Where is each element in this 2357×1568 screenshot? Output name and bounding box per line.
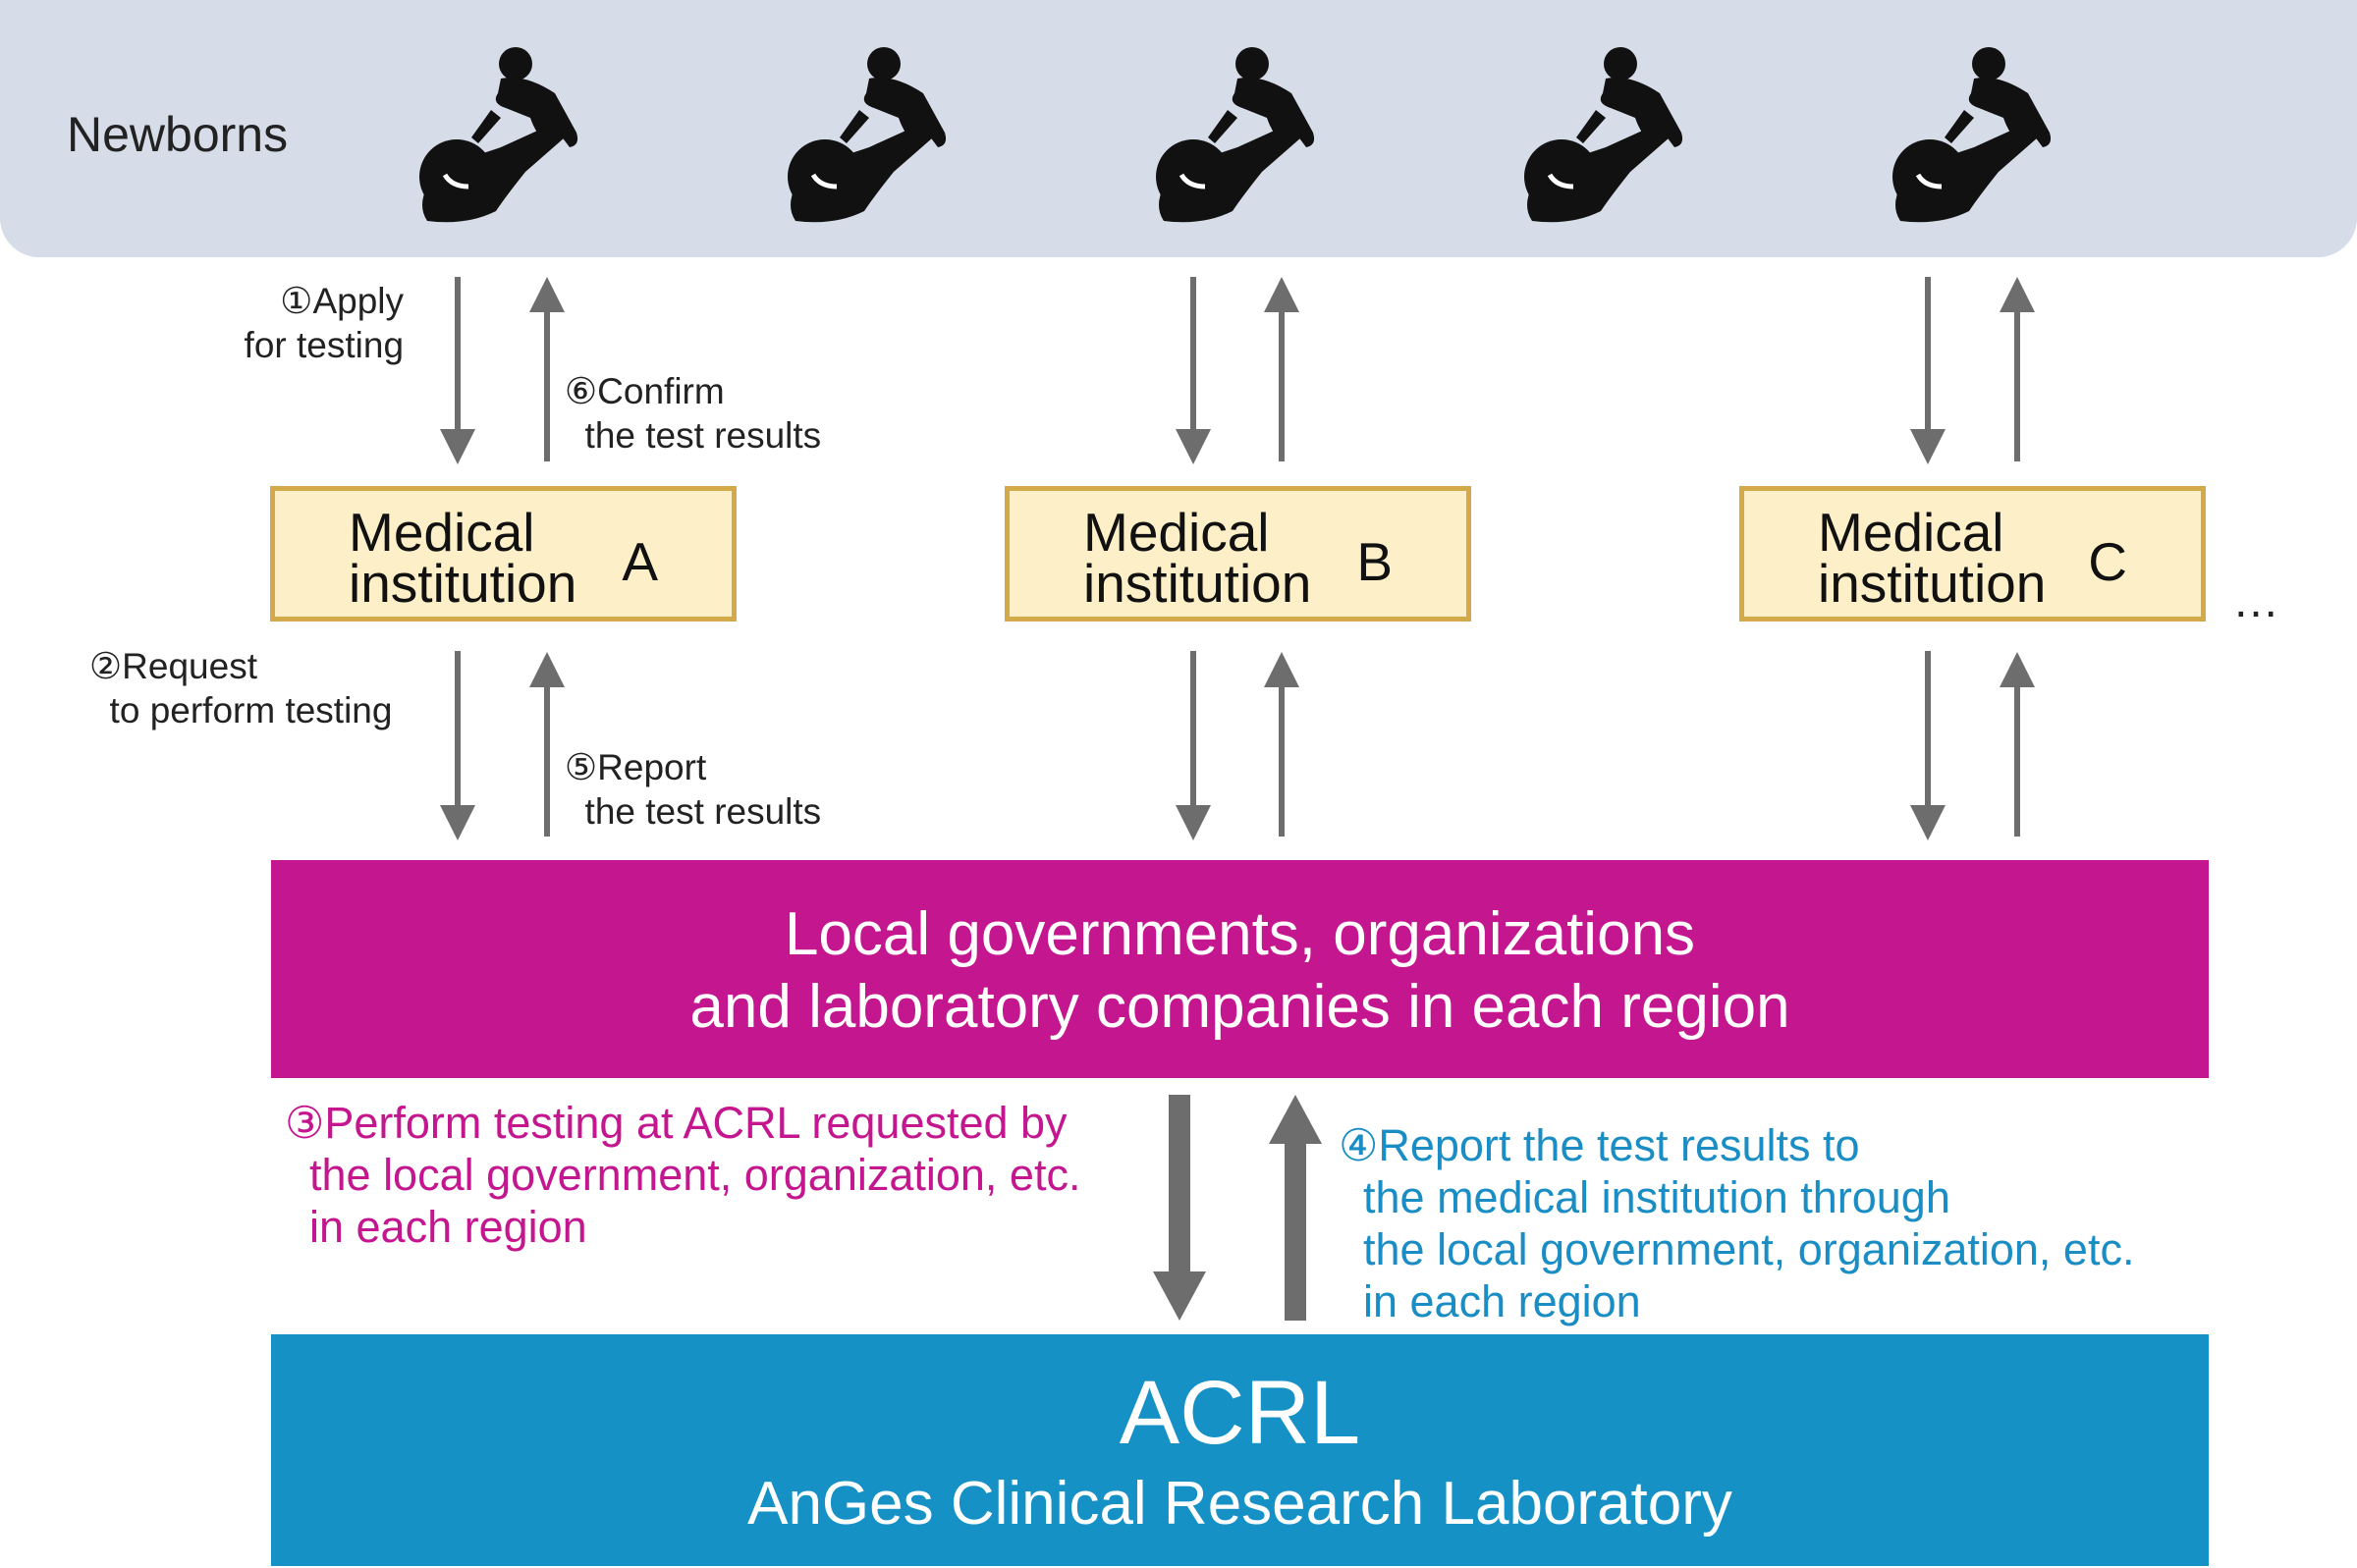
step3-label: ③Perform testing at ACRL requested by th… xyxy=(285,1098,1081,1252)
parent-holding-baby-icon xyxy=(1524,47,1683,223)
acrl-title: ACRL xyxy=(1119,1363,1361,1463)
institution-box-b: Medical institution B xyxy=(1005,486,1471,622)
region-box: Local governments, organizations and lab… xyxy=(271,860,2209,1078)
parent-holding-baby-icon xyxy=(788,47,947,223)
institution-letter: C xyxy=(2088,531,2127,592)
step2-label: ②Request to perform testing xyxy=(89,646,393,730)
acrl-subtitle: AnGes Clinical Research Laboratory xyxy=(747,1470,1732,1538)
step1-label: ①Apply for testing xyxy=(244,281,405,365)
step4-label: ④Report the test results to the medical … xyxy=(1339,1120,2135,1326)
arrow-perform-head xyxy=(1153,1271,1206,1321)
step6-label: ⑥Confirm the test results xyxy=(565,371,822,456)
institution-name: Medical institution xyxy=(1083,502,1312,614)
institution-box-a: Medical institution A xyxy=(270,486,737,622)
institution-name: Medical institution xyxy=(1818,502,2047,614)
arrow-perform-shaft xyxy=(1169,1095,1190,1276)
parent-holding-baby-icon xyxy=(1892,47,2052,223)
institution-letter: B xyxy=(1356,531,1393,592)
parent-holding-baby-icon xyxy=(1156,47,1315,223)
acrl-box: ACRL AnGes Clinical Research Laboratory xyxy=(271,1334,2209,1566)
institution-name: Medical institution xyxy=(349,502,577,614)
institution-letter: A xyxy=(622,531,658,592)
step5-label: ⑤Report the test results xyxy=(565,747,822,832)
newborns-label: Newborns xyxy=(67,107,289,162)
institution-box-c: Medical institution C xyxy=(1739,486,2206,622)
arrow-report-acrl-shaft xyxy=(1285,1139,1306,1321)
arrow-report-acrl-head xyxy=(1269,1095,1322,1144)
more-ellipsis: … xyxy=(2232,575,2283,627)
parent-holding-baby-icon xyxy=(419,47,578,223)
